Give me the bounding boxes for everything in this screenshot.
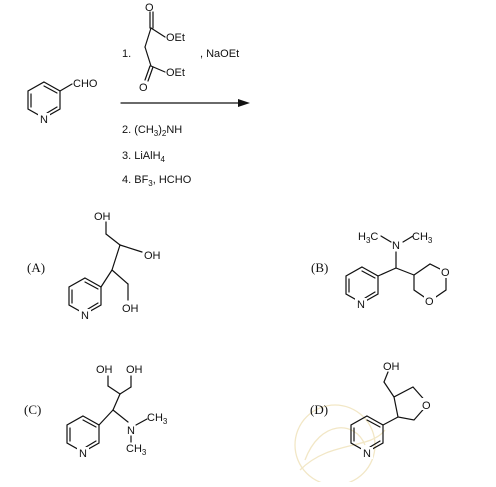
option-d-oh: OH	[383, 361, 400, 373]
step3-label: 3. LiAlH4	[122, 150, 166, 164]
option-a-oh-top: OH	[94, 211, 111, 223]
option-a-structure: (A) N OH OH OH	[27, 211, 161, 322]
oxygen-top-label: O	[145, 2, 154, 14]
option-c-amine-n: N	[127, 425, 135, 437]
oxygen-bottom-label: O	[139, 82, 148, 94]
option-c-oh-left: OH	[96, 364, 113, 376]
ester-oet-top: OEt	[166, 32, 185, 44]
option-a-oh-bottom: OH	[122, 303, 139, 315]
option-b-structure: (B) N N H3C CH3 O O	[311, 231, 452, 311]
option-b-pyridine-n: N	[357, 299, 365, 311]
reagent-block: 1. O OEt OEt O , NaOEt 2. (CH3)2NH 3. Li…	[120, 2, 250, 188]
option-d-pyridine-n: N	[363, 448, 371, 460]
option-c-structure: (C) N OH OH N CH3 CH3	[24, 364, 168, 460]
ester-oet-bottom: OEt	[166, 67, 185, 79]
pyridine-n-label: N	[40, 114, 48, 126]
option-c-letter: (C)	[24, 402, 41, 417]
option-c-pyridine-n: N	[79, 448, 87, 460]
step2-label: 2. (CH3)2NH	[122, 124, 182, 138]
option-a-pyridine-n: N	[81, 310, 89, 322]
option-d-letter: (D)	[310, 402, 328, 417]
option-a-letter: (A)	[27, 260, 45, 275]
step1-number: 1.	[122, 48, 131, 60]
arrow-head	[238, 99, 250, 107]
option-d-ring-o: O	[422, 400, 431, 412]
option-c-ch3-top: CH3	[147, 412, 168, 426]
option-b-letter: (B)	[311, 260, 328, 275]
base-label: , NaOEt	[200, 48, 239, 60]
reactant-pyridine-aldehyde: CHO N	[27, 78, 98, 126]
option-b-ch3-label: CH3	[412, 231, 433, 245]
step4-label: 4. BF3, HCHO	[122, 174, 192, 188]
option-c-oh-right: OH	[126, 364, 143, 376]
option-d-structure: (D) N O OH	[310, 361, 433, 460]
option-b-amine-n: N	[392, 240, 400, 252]
watermark-logo	[294, 404, 386, 486]
option-a-oh-right: OH	[144, 250, 161, 262]
cho-label: CHO	[73, 78, 98, 90]
option-b-o-top: O	[441, 267, 450, 279]
option-b-h3c-label: H3C	[358, 231, 378, 245]
option-c-ch3-bottom: CH3	[126, 443, 147, 457]
option-b-o-bottom: O	[425, 296, 434, 308]
